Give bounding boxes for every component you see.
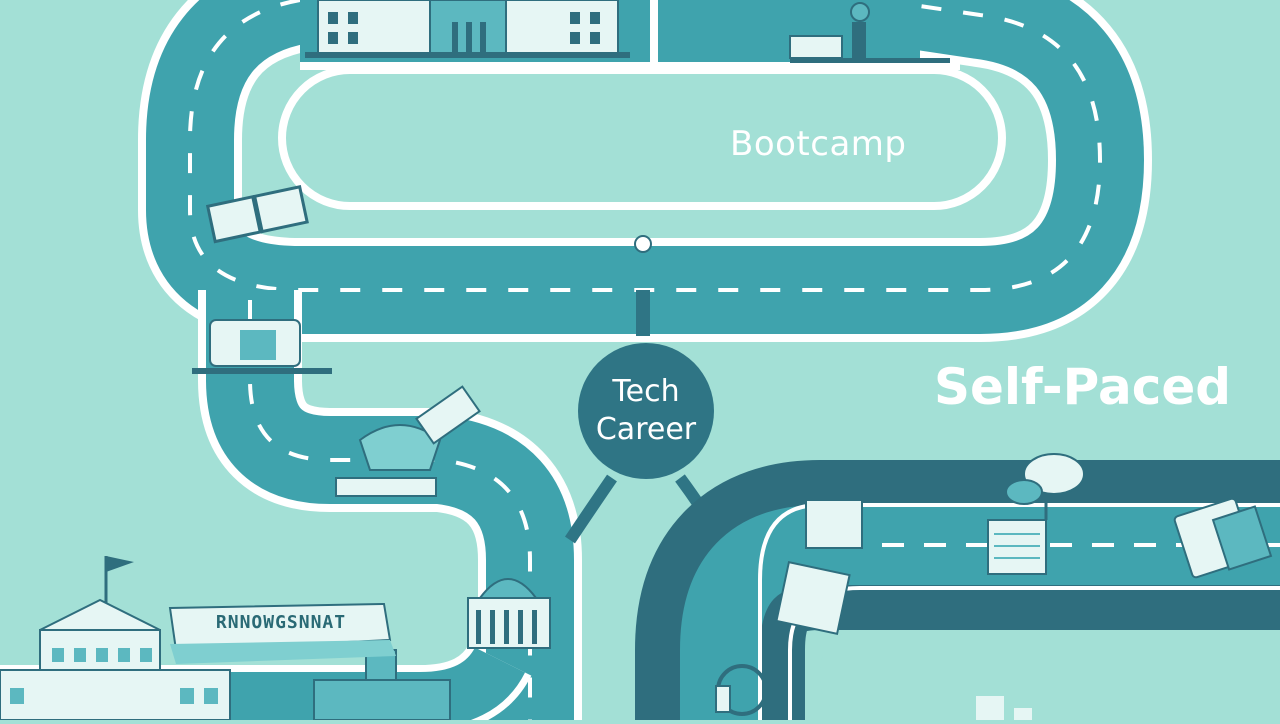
self-paced-label: Self-Paced: [934, 358, 1232, 416]
hub-label-line2: Career: [595, 412, 697, 447]
chat-bubble-icon: [1005, 453, 1085, 520]
bootcamp-loop-road: [138, 0, 1152, 342]
bootcamp-label: Bootcamp: [730, 124, 907, 164]
laptop-icon: [192, 319, 332, 374]
campus-banner: [168, 602, 396, 664]
notebook-icon: [775, 499, 1047, 635]
bootcamp-connector: [636, 290, 650, 336]
graduation-cap-icon: [335, 385, 481, 497]
hub-connector-left: [565, 474, 617, 544]
university-building-icon: [305, 0, 630, 58]
city-building-icon: [0, 556, 451, 721]
desk-person-icon: [789, 2, 950, 63]
open-book-icon: [205, 185, 309, 244]
headphones-icon: [715, 664, 1032, 720]
hub-label-line1: Tech: [612, 374, 680, 409]
tech-career-hub: Tech Career: [578, 343, 714, 479]
banner-label: RNNOWGSNNAT: [215, 612, 347, 633]
tablet-icon: [1173, 497, 1273, 579]
capitol-building-icon: [467, 578, 551, 649]
